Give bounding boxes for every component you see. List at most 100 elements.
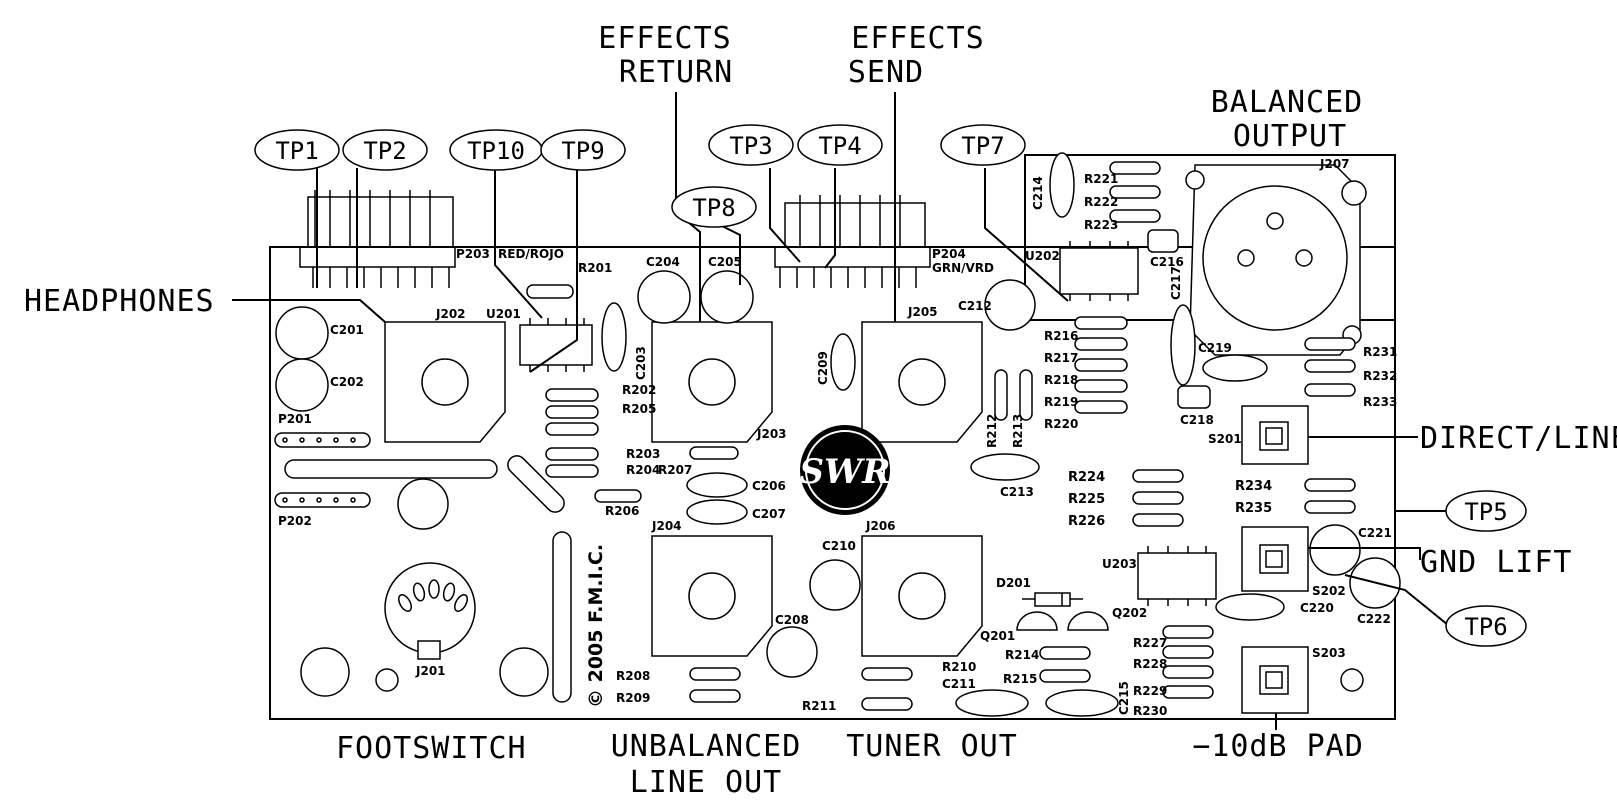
test-point-tp9[interactable]: TP9 <box>540 129 626 171</box>
cap-c220 <box>1215 593 1285 621</box>
test-point-tp5[interactable]: TP5 <box>1445 490 1527 532</box>
svg-text:TP5: TP5 <box>1464 498 1507 526</box>
cap-c209 <box>830 333 856 391</box>
test-point-tp6[interactable]: TP6 <box>1445 605 1527 647</box>
r206-label: R206 <box>605 504 639 518</box>
cap-c206 <box>686 472 748 498</box>
q202-label: Q202 <box>1112 606 1147 620</box>
r207-label: R207 <box>658 463 692 477</box>
xlr-jack-j207 <box>1185 164 1367 356</box>
r232-label: R232 <box>1363 369 1397 383</box>
ic-u201 <box>519 318 593 372</box>
svg-text:TP9: TP9 <box>561 137 604 165</box>
ic-u202 <box>1059 241 1139 301</box>
label-headphones: HEADPHONES <box>24 284 215 319</box>
connector-p203 <box>299 190 456 288</box>
svg-text:TP6: TP6 <box>1464 613 1507 641</box>
jack-j203 <box>651 321 773 443</box>
header-p202 <box>274 492 371 508</box>
c209-label: C209 <box>816 351 830 385</box>
r220-label: R220 <box>1044 417 1078 431</box>
cap-c216 <box>1147 229 1179 253</box>
r227-label: R227 <box>1133 636 1167 650</box>
svg-text:TP7: TP7 <box>961 132 1004 160</box>
label-10db-pad: −10dB PAD <box>1192 729 1364 764</box>
copyright-text: © 2005 F.M.I.C. <box>585 544 607 708</box>
cap-c217 <box>1170 304 1196 386</box>
j202-label: J202 <box>435 307 466 321</box>
svg-text:TP1: TP1 <box>275 137 318 165</box>
test-point-tp8[interactable]: TP8 <box>671 186 757 228</box>
label-effects-return-line1: EFFECTS <box>598 21 731 56</box>
cap-c218 <box>1177 385 1211 409</box>
label-balanced-output-line1: BALANCED <box>1211 85 1364 120</box>
cap-c210 <box>809 559 861 611</box>
connector-p204 <box>774 195 931 288</box>
label-effects-return-line2: RETURN <box>619 55 733 90</box>
header-p201 <box>274 432 371 448</box>
test-point-tp3[interactable]: TP3 <box>708 124 794 166</box>
r229-label: R229 <box>1133 684 1167 698</box>
switch-s202 <box>1241 526 1309 592</box>
c208-label: C208 <box>775 613 809 627</box>
test-point-tp7[interactable]: TP7 <box>940 124 1026 166</box>
r231-label: R231 <box>1363 345 1397 359</box>
cap-c211 <box>955 689 1029 717</box>
r225-label: R225 <box>1068 492 1105 507</box>
jack-j205 <box>861 321 983 443</box>
c213-label: C213 <box>1000 485 1034 499</box>
r228-label: R228 <box>1133 657 1167 671</box>
cap-c201 <box>275 306 329 360</box>
r219-label: R219 <box>1044 395 1078 409</box>
j205-label: J205 <box>907 305 938 319</box>
s203-label: S203 <box>1312 646 1346 660</box>
c201-label: C201 <box>330 323 364 337</box>
label-effects-send-line2: SEND <box>848 55 924 90</box>
r226-label: R226 <box>1068 514 1105 529</box>
test-point-tp10[interactable]: TP10 <box>449 129 543 171</box>
r210-label: R210 <box>942 660 976 674</box>
r215-label: R215 <box>1003 672 1037 686</box>
cap-c205 <box>700 270 754 324</box>
r224-label: R224 <box>1068 470 1105 485</box>
r203-label: R203 <box>626 447 660 461</box>
c202-label: C202 <box>330 375 364 389</box>
resistor-group <box>526 161 1356 711</box>
u202-label: U202 <box>1025 249 1060 263</box>
r213-label: R213 <box>1011 414 1025 448</box>
r212-label: R212 <box>985 414 999 448</box>
r205-label: R205 <box>622 402 656 416</box>
cap-c215 <box>1045 689 1119 717</box>
mounting-hole-4 <box>499 647 549 697</box>
board-slot-vertical <box>552 531 572 703</box>
jack-j202 <box>384 321 506 443</box>
mounting-hole-2 <box>300 647 350 697</box>
svg-text:SWR: SWR <box>800 452 891 492</box>
label-footswitch: FOOTSWITCH <box>336 731 527 766</box>
r214-label: R214 <box>1005 648 1039 662</box>
svg-text:TP10: TP10 <box>467 137 525 165</box>
c219-label: C219 <box>1198 341 1232 355</box>
board-slot-diagonal <box>507 455 565 513</box>
cap-c208 <box>766 626 818 678</box>
cap-c213 <box>970 453 1040 481</box>
swr-logo: SWR <box>800 425 891 515</box>
test-point-tp4[interactable]: TP4 <box>797 124 883 166</box>
r223-label: R223 <box>1084 218 1118 232</box>
s201-label: S201 <box>1208 432 1242 446</box>
r218-label: R218 <box>1044 373 1078 387</box>
test-point-tp2[interactable]: TP2 <box>342 129 428 171</box>
diode-d201 <box>1022 592 1083 607</box>
label-tuner-out: TUNER OUT <box>846 729 1018 764</box>
c212-label: C212 <box>958 299 992 313</box>
c220-label: C220 <box>1300 601 1334 615</box>
p201-label: P201 <box>278 412 312 426</box>
c203-label: C203 <box>634 346 648 380</box>
c221-label: C221 <box>1358 526 1392 540</box>
label-unbalanced-line1: UNBALANCED <box>611 729 802 764</box>
cap-c214 <box>1049 152 1075 218</box>
d201-label: D201 <box>996 576 1031 590</box>
cap-c219 <box>1202 354 1268 382</box>
test-point-tp1[interactable]: TP1 <box>254 129 340 171</box>
